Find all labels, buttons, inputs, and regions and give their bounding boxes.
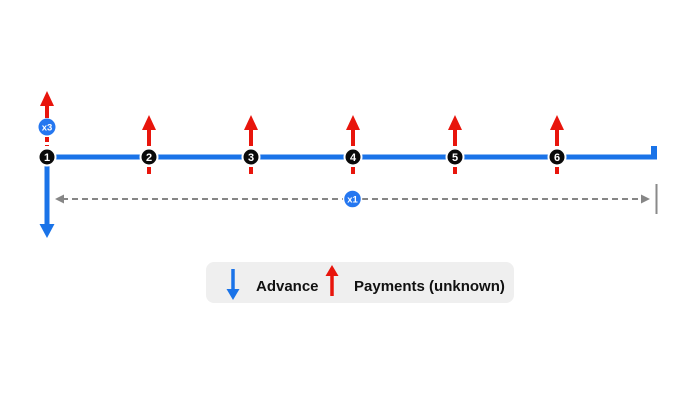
legend: Advance Payments (unknown)	[206, 262, 514, 303]
x3-badge	[38, 118, 56, 136]
legend-advance-label: Advance	[256, 278, 319, 295]
timeline-node-1: 1	[37, 147, 57, 167]
node-label-6: 6	[554, 152, 560, 164]
legend-payments-arrow-icon	[325, 265, 339, 296]
node-label-2: 2	[146, 152, 152, 164]
timeline-node-4: 4	[343, 147, 363, 167]
payment-arrow-1-icon: x3	[38, 91, 56, 146]
node-label-5: 5	[452, 152, 458, 164]
timeline-node-5: 5	[445, 147, 465, 167]
node-label-1: 1	[44, 152, 50, 164]
legend-payments-arrowhead	[325, 265, 339, 276]
legend-advance-arrowhead	[226, 289, 240, 300]
payment-arrow-5-icon	[448, 115, 462, 174]
measure-left-arrowhead-icon	[55, 194, 64, 204]
legend-background	[206, 262, 514, 303]
node-circle-3	[241, 147, 261, 167]
timeline-node-6: 6	[547, 147, 567, 167]
timeline-node-2: 2	[139, 147, 159, 167]
legend-payments-label: Payments (unknown)	[354, 278, 505, 295]
x1-badge: x1	[342, 189, 363, 209]
node-circle-6	[547, 147, 567, 167]
payment-arrowhead-1	[40, 91, 54, 106]
payment-arrowhead-5	[448, 115, 462, 130]
payment-arrow-3-icon	[244, 115, 258, 174]
node-label-4: 4	[350, 152, 357, 164]
timeline-node-3: 3	[241, 147, 261, 167]
x1-badge-circle	[342, 189, 363, 209]
payment-arrow-4-icon	[346, 115, 360, 174]
x3-badge-label: x3	[42, 123, 53, 134]
payment-arrowhead-3	[244, 115, 258, 130]
advance-arrowhead	[39, 224, 55, 238]
x1-badge-label: x1	[347, 195, 358, 206]
node-label-3: 3	[248, 152, 254, 164]
payment-arrowhead-6	[550, 115, 564, 130]
payment-arrow-2-icon	[142, 115, 156, 174]
payment-arrow-6-icon	[550, 115, 564, 174]
node-circle-2	[139, 147, 159, 167]
payment-arrowhead-2	[142, 115, 156, 130]
node-circle-5	[445, 147, 465, 167]
payment-arrowhead-4	[346, 115, 360, 130]
node-circle-1	[37, 147, 57, 167]
measure-right-arrowhead-icon	[641, 194, 650, 204]
advance-arrow-icon	[39, 159, 55, 238]
legend-advance-arrow-icon	[226, 269, 240, 300]
node-circle-4	[343, 147, 363, 167]
